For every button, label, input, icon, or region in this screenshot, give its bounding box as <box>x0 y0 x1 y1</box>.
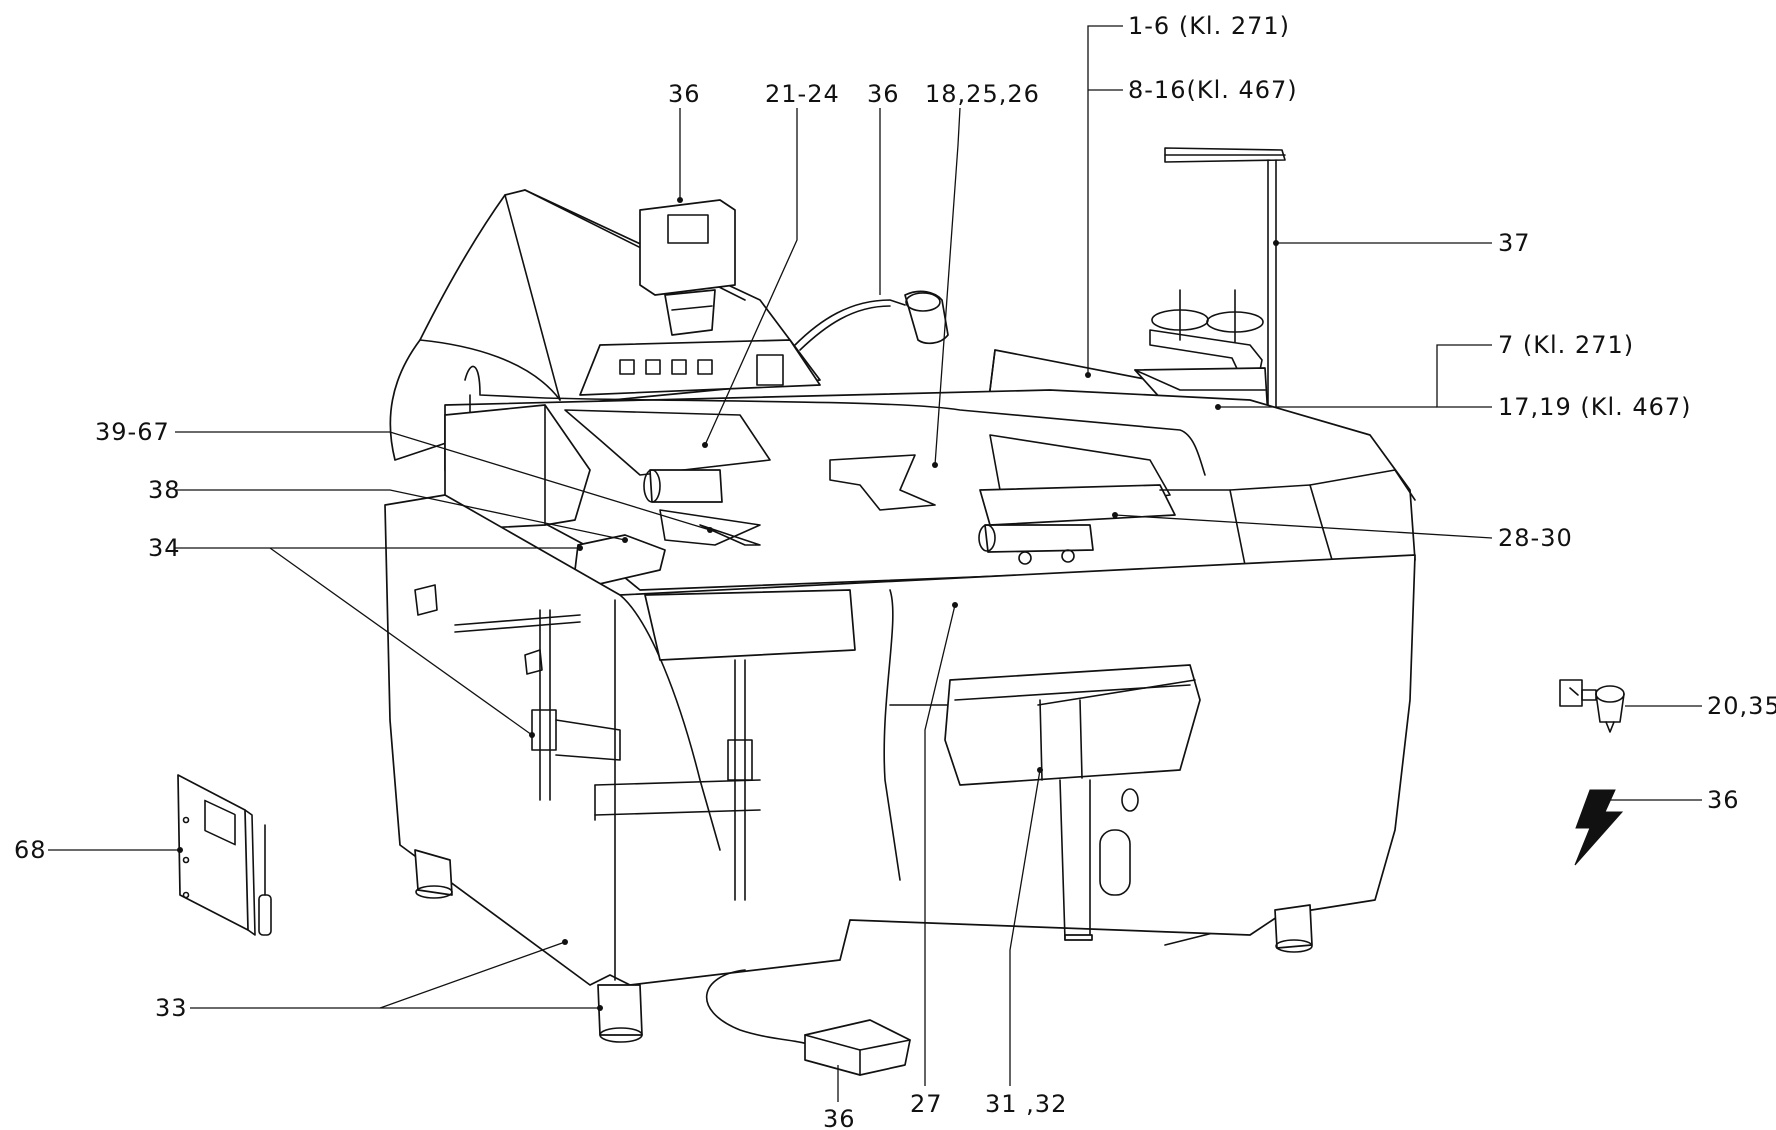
label-20-35: 20,35 <box>1707 692 1776 720</box>
label-21-24: 21-24 <box>765 80 840 108</box>
machine-feet <box>414 849 1313 1043</box>
label-36-power: 36 <box>1707 786 1740 814</box>
hood-base-curve <box>419 339 561 401</box>
fold-module <box>979 484 1176 526</box>
foot-pedal <box>706 969 911 1076</box>
filter-regulator-unit <box>1559 679 1625 733</box>
front-control-box <box>644 589 856 661</box>
cabinet-body <box>384 494 1416 986</box>
stacker-tray <box>944 664 1201 941</box>
work-lamp <box>794 290 949 351</box>
label-36-monitor: 36 <box>668 80 701 108</box>
label-33: 33 <box>155 994 188 1022</box>
label-27: 27 <box>910 1090 943 1118</box>
label-7: 7 (Kl. 271) <box>1498 331 1634 359</box>
machine-illustration <box>177 147 1625 1076</box>
label-39-67: 39-67 <box>95 418 170 446</box>
label-34: 34 <box>148 534 181 562</box>
label-36-lamp: 36 <box>867 80 900 108</box>
leader-lines <box>48 25 1702 1102</box>
pneumatic-brackets <box>454 609 761 901</box>
label-28-30: 28-30 <box>1498 524 1573 552</box>
thread-stand <box>1149 147 1286 421</box>
label-17-19: 17,19 (Kl. 467) <box>1498 393 1692 421</box>
control-panel <box>579 339 821 396</box>
monitor-unit <box>639 199 736 336</box>
manual-and-screwdriver <box>177 774 272 936</box>
electric-bolt-icon <box>1574 789 1624 866</box>
label-18-25-26: 18,25,26 <box>925 80 1040 108</box>
control-panel-buttons <box>619 354 784 386</box>
rollers <box>643 469 1094 565</box>
side-slots <box>414 584 543 675</box>
label-38: 38 <box>148 476 181 504</box>
feed-rail <box>464 365 1206 476</box>
label-37: 37 <box>1498 229 1531 257</box>
label-1-6: 1-6 (Kl. 271) <box>1128 12 1290 40</box>
hood-edge-line <box>504 194 561 401</box>
label-68: 68 <box>14 836 47 864</box>
label-36-pedal: 36 <box>823 1105 856 1130</box>
part-labels: 1-6 (Kl. 271) 8-16(Kl. 467) 36 21-24 36 … <box>14 12 1776 1130</box>
label-8-16: 8-16(Kl. 467) <box>1128 76 1298 104</box>
label-31-32: 31 ,32 <box>985 1090 1067 1118</box>
